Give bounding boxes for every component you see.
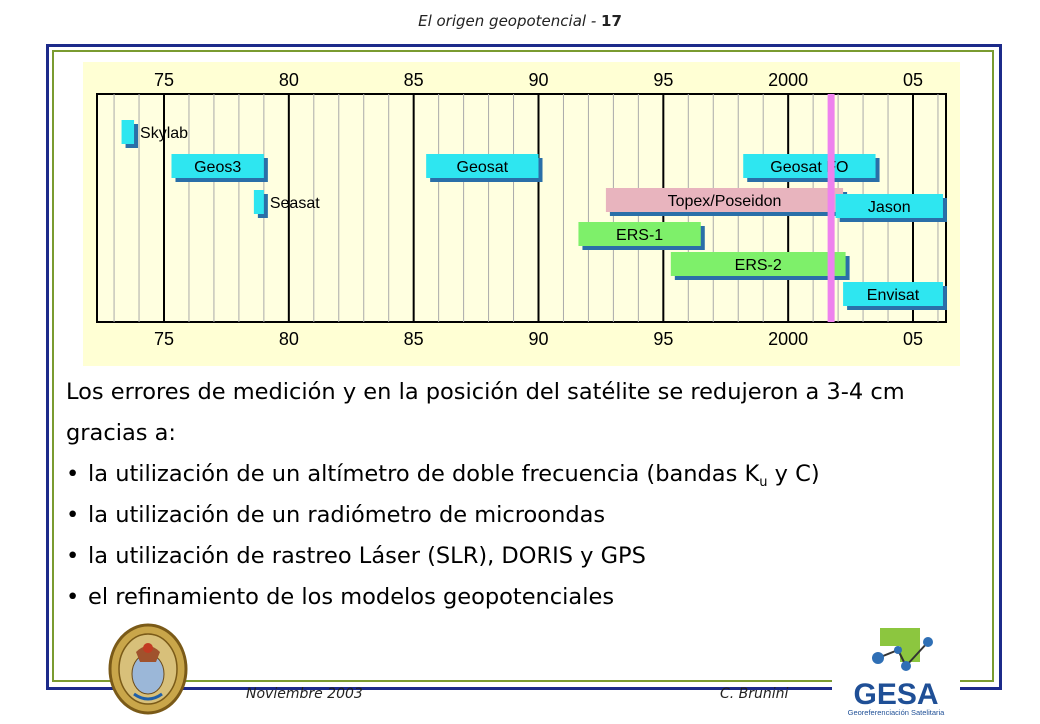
mission-bar <box>835 194 943 218</box>
x-tick-label-bottom: 85 <box>404 329 424 349</box>
mission-label: Geosat FO <box>770 159 848 176</box>
page-header: El origen geopotencial - 17 <box>0 12 1040 30</box>
bullet-item-4: • el refinamiento de los modelos geopoten… <box>66 577 966 618</box>
bullet-item-3: • la utilización de rastreo Láser (SLR), … <box>66 536 966 577</box>
bullet-4-text: el refinamiento de los modelos geopotenc… <box>88 584 615 610</box>
x-tick-label-top: 90 <box>528 70 548 90</box>
bullet-dot: • <box>66 584 80 610</box>
header-title: El origen geopotencial - <box>418 12 602 30</box>
bullet-dot: • <box>66 502 80 528</box>
x-tick-label-bottom: 80 <box>279 329 299 349</box>
x-tick-label-top: 85 <box>404 70 424 90</box>
current-year-marker <box>827 94 835 322</box>
page-number: 17 <box>601 12 622 30</box>
mission-label: Topex/Poseidon <box>668 193 782 210</box>
x-tick-label-bottom: 95 <box>653 329 673 349</box>
bullet-1-subscript: u <box>759 475 768 490</box>
university-seal-icon <box>106 622 190 716</box>
bullet-dot: • <box>66 461 80 487</box>
mission-label: ERS-2 <box>735 257 782 274</box>
footer-author: C. Brunini <box>720 686 789 702</box>
mission-bar <box>605 188 844 212</box>
intro-paragraph: Los errores de medición y en la posición… <box>66 379 905 446</box>
mission-label: Geosat <box>457 159 509 176</box>
mission-bar <box>121 120 135 144</box>
mission-bar <box>253 190 264 214</box>
slide-frame-outer <box>46 44 1002 690</box>
gesa-logo-text: GESA <box>853 678 938 711</box>
mission-bar <box>743 154 876 178</box>
x-tick-label-bottom: 75 <box>154 329 174 349</box>
bullet-1-text-end: y C) <box>767 461 820 487</box>
bullet-1-text: la utilización de un altímetro de doble … <box>88 461 760 487</box>
mission-label: ERS-1 <box>616 227 663 244</box>
x-tick-label-top: 2000 <box>768 70 808 90</box>
mission-bar <box>843 282 943 306</box>
x-tick-label-top: 95 <box>653 70 673 90</box>
mission-bar <box>578 222 701 246</box>
footer-date: Noviembre 2003 <box>246 686 363 702</box>
x-tick-label-top: 75 <box>154 70 174 90</box>
timeline-svg: 75758080858590909595200020000505SkylabGe… <box>96 70 947 349</box>
mission-label: Jason <box>868 199 911 216</box>
body-text: Los errores de medición y en la posición… <box>66 372 966 618</box>
mission-label: Skylab <box>140 125 188 142</box>
mission-label: Envisat <box>867 287 920 304</box>
bullet-item-2: • la utilización de un radiómetro de micr… <box>66 495 966 536</box>
x-tick-label-bottom: 05 <box>903 329 923 349</box>
mission-bar <box>670 252 846 276</box>
x-tick-label-bottom: 2000 <box>768 329 808 349</box>
x-tick-label-top: 80 <box>279 70 299 90</box>
gesa-logo: GESA Georeferenciación Satelitaria <box>832 620 960 720</box>
mission-bar <box>426 154 539 178</box>
slide-frame-inner <box>52 50 994 682</box>
bullet-2-text: la utilización de un radiómetro de micro… <box>88 502 606 528</box>
mission-bar <box>171 154 264 178</box>
bullet-3-text: la utilización de rastreo Láser (SLR), D… <box>88 543 646 569</box>
bullet-dot: • <box>66 543 80 569</box>
gesa-logo-subtitle: Georeferenciación Satelitaria <box>848 708 946 717</box>
mission-label: Seasat <box>270 195 320 212</box>
x-tick-label-bottom: 90 <box>528 329 548 349</box>
mission-label: Geos3 <box>194 159 241 176</box>
gesa-logo-icon: GESA Georeferenciación Satelitaria <box>848 628 946 717</box>
bullet-item-1: • la utilización de un altímetro de doble… <box>66 454 966 495</box>
x-tick-label-top: 05 <box>903 70 923 90</box>
